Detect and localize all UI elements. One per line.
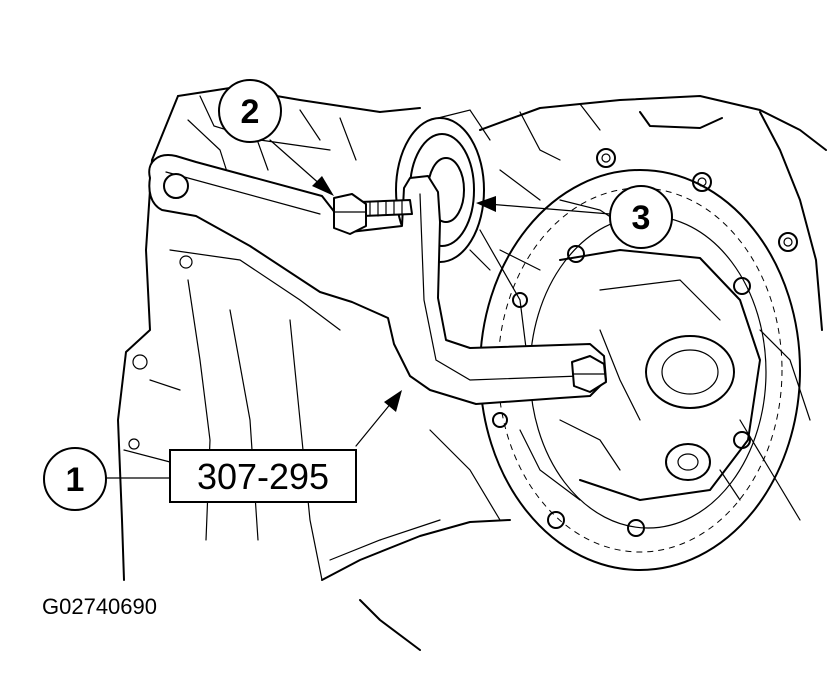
arrowhead [476,196,496,212]
figure-id: G02740690 [42,594,157,619]
tool-label-box: 307-295 [169,449,357,503]
callout-number: 1 [66,461,85,499]
callout-number: 3 [632,199,651,237]
arrowhead [384,390,402,412]
transfer-housing-outline [479,95,827,521]
bolt [333,193,413,235]
callout-1: 1 [43,447,107,511]
arrowhead [312,176,334,196]
tool-number-label: 307-295 [197,456,329,497]
special-tool [148,154,607,405]
callout-2: 2 [218,79,282,143]
callout-number: 2 [241,93,260,131]
tool-retaining-bolt [571,355,607,393]
leader-lines [105,139,611,479]
callout-3: 3 [609,185,673,249]
